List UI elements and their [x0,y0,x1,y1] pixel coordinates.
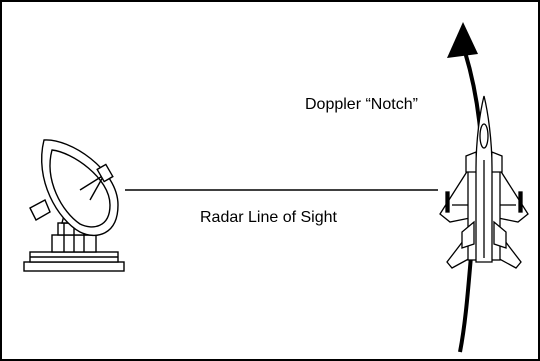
fighter-jet-icon [439,95,529,269]
radar-line-of-sight-label: Radar Line of Sight [200,209,337,226]
doppler-notch-label: Doppler “Notch” [305,96,418,113]
radar-dish-icon [23,139,125,272]
